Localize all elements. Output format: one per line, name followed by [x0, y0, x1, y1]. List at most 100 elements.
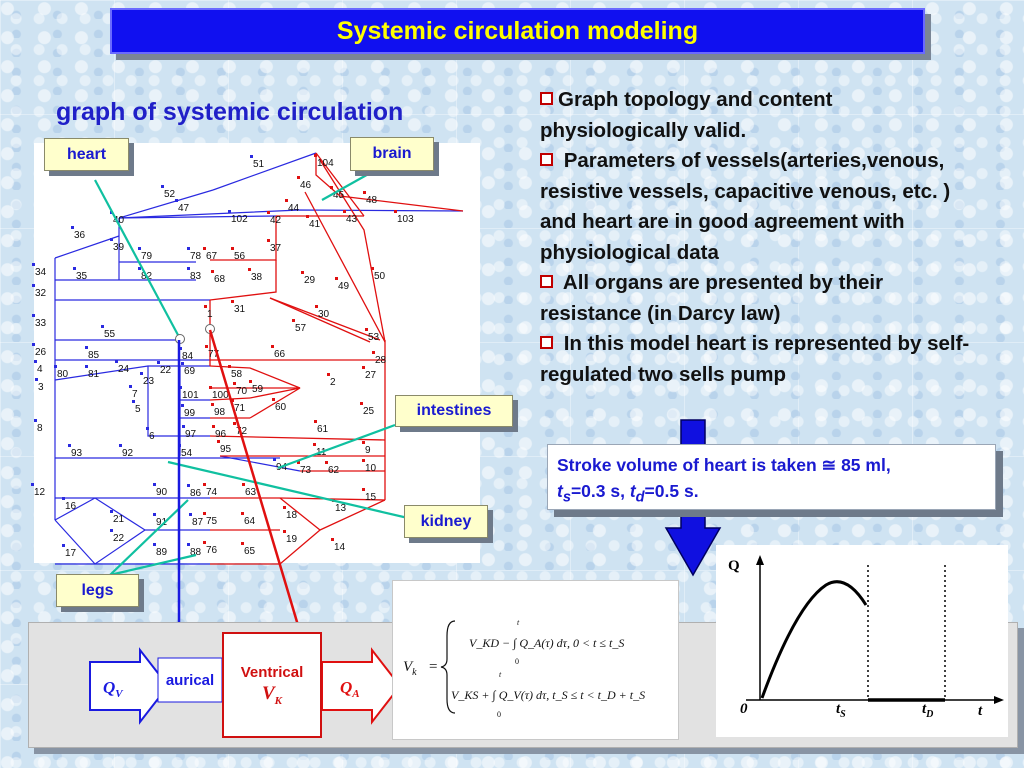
node-dot [153, 543, 156, 546]
node-label: 19 [286, 534, 298, 545]
node-dot [231, 247, 234, 250]
y-axis-arrow-icon [756, 555, 764, 565]
node-label: 101 [182, 390, 199, 401]
node-label: 73 [300, 465, 312, 476]
node-label: 31 [234, 304, 246, 315]
node-dot [62, 497, 65, 500]
node-label: 15 [365, 492, 377, 503]
node-dot [71, 226, 74, 229]
node-dot [110, 510, 113, 513]
node-dot [242, 483, 245, 486]
node-label: 68 [214, 274, 226, 285]
node-dot [285, 199, 288, 202]
slide-title: Systemic circulation modeling [110, 8, 925, 54]
node-dot [217, 440, 220, 443]
callout-arrows [94, 171, 409, 577]
node-dot [203, 512, 206, 515]
node-dot [327, 373, 330, 376]
bullet-icon [540, 275, 553, 288]
node-label: 54 [181, 448, 193, 459]
td-label: tD [922, 701, 933, 720]
node-dot [331, 538, 334, 541]
node-label: 38 [251, 272, 263, 283]
node-dot [209, 386, 212, 389]
callout-heart: heart [44, 138, 129, 171]
node-dot [129, 385, 132, 388]
node-dot [283, 506, 286, 509]
node-dot [62, 544, 65, 547]
node-label: 43 [346, 214, 358, 225]
node-label: 75 [206, 516, 218, 527]
node-dot [272, 398, 275, 401]
node-dot [363, 191, 366, 194]
node-dot [306, 215, 309, 218]
node-label: 24 [118, 364, 130, 375]
node-dot [68, 444, 71, 447]
node-dot [203, 541, 206, 544]
node-dot [241, 542, 244, 545]
node-label: 33 [35, 318, 47, 329]
node-label: 67 [206, 251, 218, 262]
stroke-volume-box: Stroke volume of heart is taken ≅ 85 ml,… [547, 444, 996, 510]
node-dot [73, 267, 76, 270]
aurical-label: aurical [166, 672, 214, 689]
node-label: 83 [190, 271, 202, 282]
node-dot [181, 404, 184, 407]
node-dot [211, 270, 214, 273]
node-dot [212, 425, 215, 428]
network-panel [34, 143, 480, 563]
node-dot [157, 361, 160, 364]
node-label: 84 [182, 351, 194, 362]
formula-row-1: V_KD − ∫ Q_A(τ) dτ, 0 < t ≤ t_S [469, 636, 624, 650]
node-dot [362, 366, 365, 369]
node-dot [372, 351, 375, 354]
node-label: 47 [178, 203, 190, 214]
node-dot [249, 380, 252, 383]
brace-icon [440, 620, 456, 714]
node-dot [228, 365, 231, 368]
node-label: 72 [236, 426, 248, 437]
node-dot [250, 155, 253, 158]
node-label: 59 [252, 384, 264, 395]
node-label: 34 [35, 267, 47, 278]
formula-row-2-lower: 0 [497, 710, 501, 719]
ventrical-link [208, 329, 302, 633]
node-label: 89 [156, 547, 168, 558]
node-label: 77 [208, 349, 220, 360]
bullet-icon [540, 92, 553, 105]
node-label: 22 [160, 365, 172, 376]
node-label: 17 [65, 548, 77, 559]
node-label: 12 [34, 487, 46, 498]
node-dot [362, 459, 365, 462]
node-label: 63 [245, 487, 257, 498]
flow-curve [760, 580, 868, 699]
node-dot [138, 267, 141, 270]
node-dot [187, 267, 190, 270]
y-axis-label: Q [728, 558, 740, 574]
node-dot [31, 483, 34, 486]
node-dot [179, 347, 182, 350]
node-dot [394, 210, 397, 213]
flow-graph: Q t 0 tS tD [716, 545, 1008, 737]
node-dot [204, 305, 207, 308]
node-label: 28 [375, 355, 387, 366]
node-dot [267, 239, 270, 242]
node-label: 18 [286, 510, 298, 521]
node-label: 98 [214, 407, 226, 418]
node-dot [292, 319, 295, 322]
node-label: 96 [215, 429, 227, 440]
node-dot [267, 211, 270, 214]
node-dot [228, 210, 231, 213]
node-label: 22 [113, 533, 125, 544]
node-label: 90 [156, 487, 168, 498]
node-label: 1 [207, 309, 213, 320]
qv-label: QV [103, 678, 124, 700]
node-dot [362, 441, 365, 444]
node-dot [153, 483, 156, 486]
node-label: 55 [104, 329, 116, 340]
node-label: 79 [141, 251, 153, 262]
node-label: 7 [132, 389, 138, 400]
node-dot [315, 305, 318, 308]
node-dot [313, 443, 316, 446]
node-label: 80 [57, 369, 69, 380]
